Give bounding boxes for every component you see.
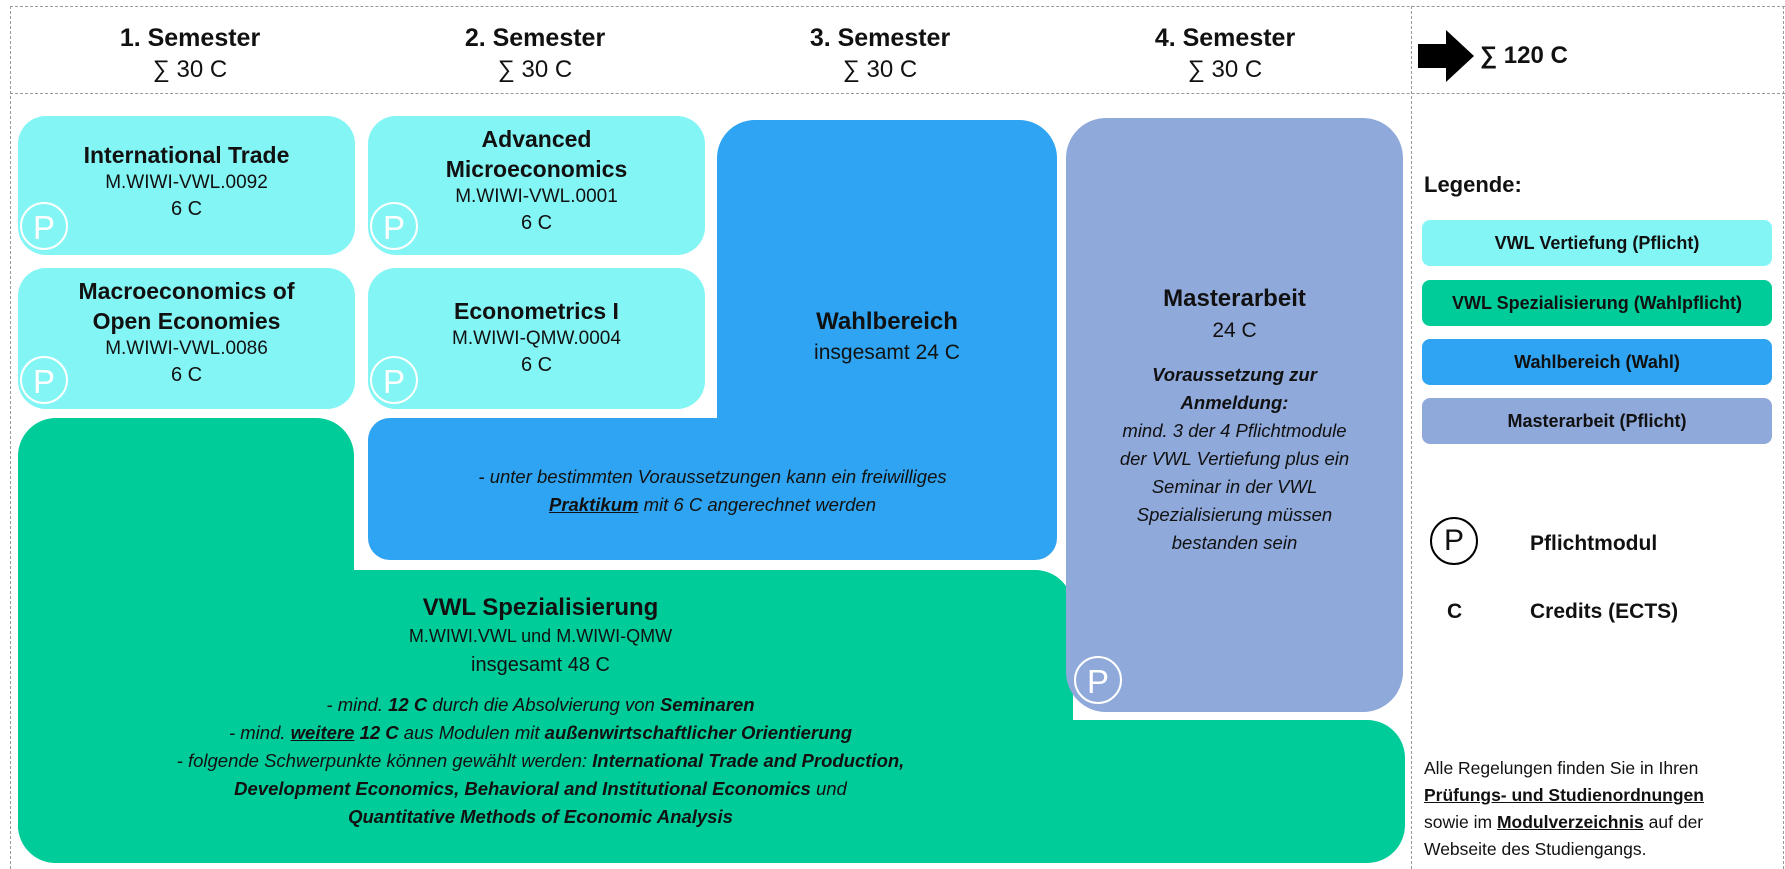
masterarbeit-req-line: Seminar in der VWL — [1151, 476, 1318, 497]
spezialisierung-codes: M.WIWI.VWL und M.WIWI-QMW — [408, 626, 673, 646]
module-international-trade: International Trade M.WIWI-VWL.0092 6 C … — [18, 116, 355, 255]
arrow-right-icon — [1418, 30, 1474, 82]
wahlbereich-note-line1: - unter bestimmten Voraussetzungen kann … — [478, 466, 947, 487]
legend-item-wahlbereich: Wahlbereich (Wahl) — [1422, 339, 1772, 385]
spezialisierung-area-bottom — [18, 720, 1405, 863]
legend-title: Legende: — [1424, 172, 1522, 197]
module-title: Microeconomics — [445, 156, 628, 182]
semester-header-1: 1. Semester ∑ 30 C — [60, 22, 320, 86]
wahlbereich-title: Wahlbereich — [816, 308, 958, 335]
module-code: M.WIWI-VWL.0092 — [105, 172, 268, 193]
left-border — [10, 6, 11, 869]
wahlbereich-note: - unter bestimmten Voraussetzungen kann … — [368, 463, 1057, 519]
masterarbeit-title: Masterarbeit — [1163, 285, 1306, 312]
semester-title: 2. Semester — [464, 24, 606, 52]
wahlbereich-credits: insgesamt 24 C — [814, 341, 960, 364]
header-divider — [10, 93, 1785, 94]
semester-header-2: 2. Semester ∑ 30 C — [405, 22, 665, 86]
spezialisierung-note-1: - mind. 12 C durch die Absolvierung von … — [326, 694, 755, 715]
legend-item-masterarbeit: Masterarbeit (Pflicht) — [1422, 398, 1772, 444]
masterarbeit-req-heading-2: Anmeldung: — [1180, 392, 1289, 413]
semester-title: 4. Semester — [1154, 24, 1296, 52]
masterarbeit-req-line: bestanden sein — [1171, 532, 1298, 553]
modulverzeichnis-link[interactable]: Modulverzeichnis — [1496, 812, 1644, 832]
semester-credits: ∑ 30 C — [152, 56, 228, 83]
masterarbeit-req-heading-1: Voraussetzung zur — [1152, 364, 1317, 385]
masterarbeit-area: Masterarbeit 24 C Voraussetzung zur Anme… — [1066, 118, 1403, 712]
wahlbereich-header: Wahlbereich insgesamt 24 C — [717, 306, 1057, 368]
spezialisierung-content: VWL Spezialisierung M.WIWI.VWL und M.WIW… — [18, 592, 1063, 831]
top-border — [10, 6, 1785, 7]
semester-header-3: 3. Semester ∑ 30 C — [750, 22, 1010, 86]
semester-title: 1. Semester — [119, 24, 261, 52]
module-econometrics-1: Econometrics I M.WIWI-QMW.0004 6 C P — [368, 268, 705, 409]
module-credits: 6 C — [170, 198, 203, 220]
legend-p-icon: P — [1430, 517, 1478, 565]
pflicht-badge-icon: P — [20, 356, 68, 404]
masterarbeit-req-line: mind. 3 der 4 Pflichtmodule — [1122, 420, 1347, 441]
right-border — [1783, 6, 1784, 869]
module-code: M.WIWI-VWL.0086 — [105, 338, 268, 359]
legend-p-label: Pflichtmodul — [1530, 532, 1658, 555]
pflicht-badge-icon: P — [370, 356, 418, 404]
spezialisierung-note-5: Quantitative Methods of Economic Analysi… — [348, 806, 733, 827]
pflicht-badge-icon: P — [370, 202, 418, 250]
legend-item-vertiefung: VWL Vertiefung (Pflicht) — [1422, 220, 1772, 266]
spezialisierung-note-4: Development Economics, Behavioral and In… — [234, 778, 847, 799]
footer-line-4: Webseite des Studiengangs. — [1424, 839, 1647, 859]
module-credits: 6 C — [170, 364, 203, 386]
masterarbeit-credits: 24 C — [1212, 319, 1257, 342]
module-title: Open Economies — [92, 308, 281, 334]
module-advanced-microeconomics: Advanced Microeconomics M.WIWI-VWL.0001 … — [368, 116, 705, 255]
semester-title: 3. Semester — [809, 24, 951, 52]
module-title: Macroeconomics of — [78, 278, 295, 304]
pflicht-badge-icon: P — [20, 202, 68, 250]
semester-credits: ∑ 30 C — [497, 56, 573, 83]
spezialisierung-credits: insgesamt 48 C — [471, 654, 610, 676]
legend-item-spezialisierung: VWL Spezialisierung (Wahlpflicht) — [1422, 280, 1772, 326]
module-title: Econometrics I — [454, 298, 619, 324]
studienordnungen-link[interactable]: Prüfungs- und Studienordnungen — [1424, 785, 1704, 805]
semester-header-4: 4. Semester ∑ 30 C — [1095, 22, 1355, 86]
semester-credits: ∑ 30 C — [842, 56, 918, 83]
semester-credits: ∑ 30 C — [1187, 56, 1263, 83]
spezialisierung-note-3: - folgende Schwerpunkte können gewählt w… — [176, 750, 905, 771]
legend-c-label: Credits (ECTS) — [1530, 600, 1679, 623]
wahlbereich-note-line2: Praktikum mit 6 C angerechnet werden — [548, 494, 876, 515]
module-title: Advanced — [481, 126, 592, 152]
module-credits: 6 C — [520, 212, 553, 234]
masterarbeit-req-line: der VWL Vertiefung plus ein — [1119, 448, 1350, 469]
module-code: M.WIWI-QMW.0004 — [452, 328, 621, 349]
module-title: International Trade — [83, 142, 290, 168]
spezialisierung-title: VWL Spezialisierung — [422, 594, 659, 621]
pflicht-badge-icon: P — [1074, 656, 1122, 704]
legend-c-symbol: C — [1447, 600, 1463, 623]
module-macroeconomics-open-economies: Macroeconomics of Open Economies M.WIWI-… — [18, 268, 355, 409]
total-credits: ∑ 120 C — [1480, 42, 1568, 69]
wahlbereich-area-bottom — [368, 418, 1057, 560]
footer-line-1: Alle Regelungen finden Sie in Ihren — [1424, 758, 1699, 778]
module-code: M.WIWI-VWL.0001 — [455, 186, 618, 207]
masterarbeit-req-line: Spezialisierung müssen — [1136, 504, 1333, 525]
module-credits: 6 C — [520, 354, 553, 376]
footer-line-3: sowie im Modulverzeichnis auf der — [1424, 812, 1704, 832]
right-column-divider — [1411, 6, 1412, 869]
footer-info: Alle Regelungen finden Sie in Ihren Prüf… — [1424, 755, 1779, 863]
spezialisierung-note-2: - mind. weitere 12 C aus Modulen mit auß… — [228, 722, 853, 743]
